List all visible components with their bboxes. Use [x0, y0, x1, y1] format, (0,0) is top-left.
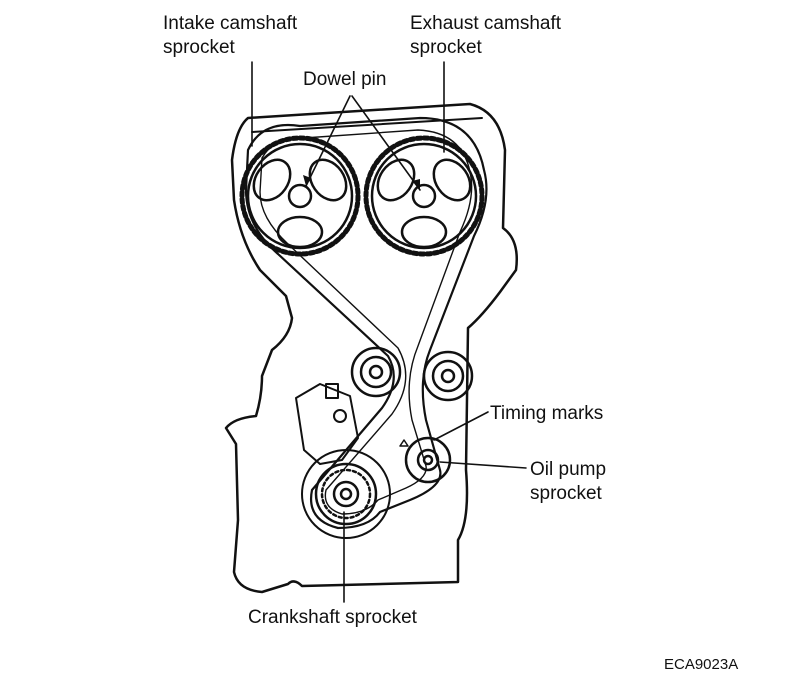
leader-timing-marks — [433, 411, 489, 441]
label-intake-camshaft-line1: Intake camshaft — [163, 13, 298, 34]
label-exhaust-camshaft-line1: Exhaust camshaft — [410, 13, 562, 34]
label-dowel-pin: Dowel pin — [303, 69, 387, 90]
label-exhaust-camshaft-line2: sprocket — [410, 37, 482, 58]
leader-oil-pump — [439, 461, 527, 469]
label-oil-pump-line1: Oil pump — [530, 459, 607, 480]
oil-pump-sprocket-wheel — [404, 436, 452, 484]
exhaust-camshaft-sprocket — [363, 135, 485, 257]
leader-dowel-left — [305, 95, 351, 187]
label-oil-pump-line2: sprocket — [530, 483, 602, 504]
leader-dowel-right — [351, 95, 421, 191]
crankshaft-sprocket-wheel — [301, 449, 391, 539]
timing-belt-inner — [259, 129, 473, 515]
label-crankshaft-sprocket: Crankshaft sprocket — [248, 607, 417, 628]
idler-pulley-left — [350, 346, 402, 398]
idler-pulley-right — [422, 350, 474, 402]
engine-block-outline — [224, 102, 518, 594]
intake-camshaft-sprocket — [239, 135, 361, 257]
label-timing-marks: Timing marks — [490, 403, 604, 424]
label-intake-camshaft-line2: sprocket — [163, 37, 235, 58]
timing-mark — [399, 439, 409, 447]
figure-code: ECA9023A — [664, 656, 739, 673]
